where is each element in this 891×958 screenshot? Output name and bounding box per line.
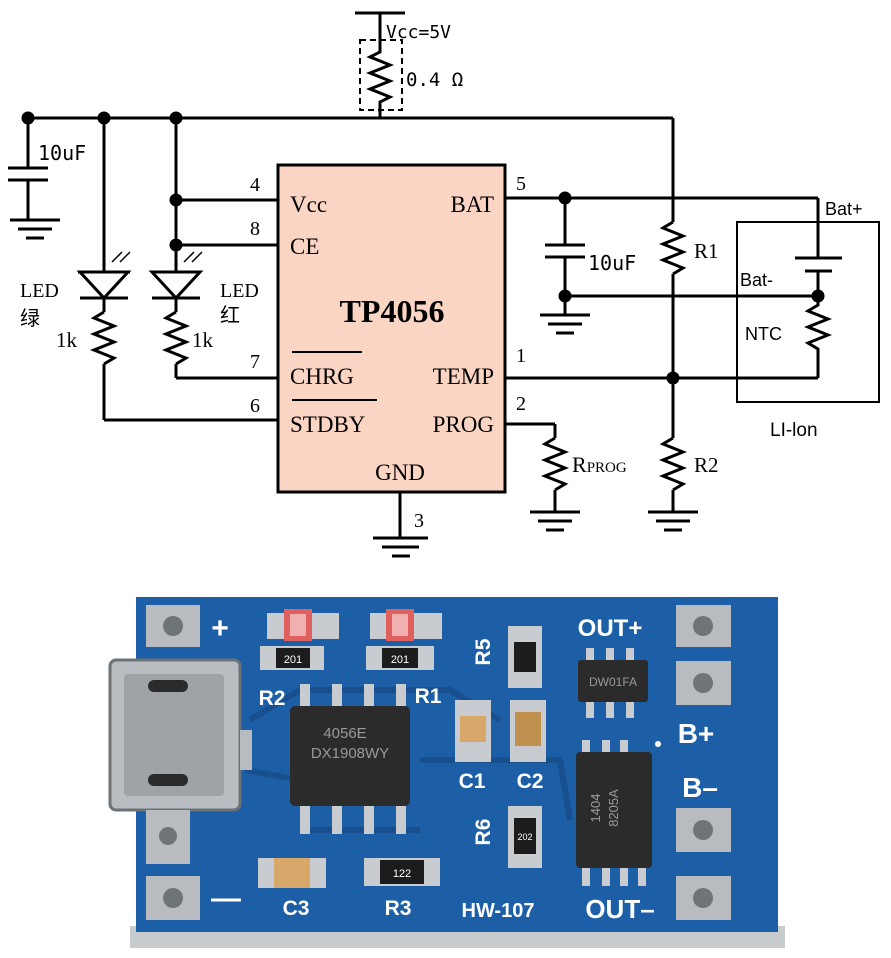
- pad-b-minus: [676, 808, 731, 852]
- led-green-label: LED: [20, 280, 59, 302]
- resistor-r6: 202: [508, 806, 542, 868]
- pin-gnd-name: GND: [375, 460, 425, 485]
- svg-text:202: 202: [517, 832, 532, 842]
- led-green-resistor: 1k: [56, 328, 78, 352]
- capacitor-c3: [258, 858, 326, 888]
- svg-text:DX1908WY: DX1908WY: [311, 745, 389, 762]
- silk-r2: R2: [259, 687, 286, 710]
- silk-r6: R6: [472, 819, 495, 846]
- ntc-thermistor: [803, 296, 833, 378]
- r2-label: R2: [694, 453, 719, 477]
- resistor-r3: 122: [364, 858, 440, 886]
- schematic: [8, 11, 880, 558]
- pin-chrg-num: 7: [250, 351, 260, 373]
- resistor-r5: [508, 626, 542, 688]
- output-cap-label: 10uF: [588, 251, 636, 275]
- pin-ce-num: 8: [250, 218, 260, 240]
- supply-label: Vcc=5V: [386, 22, 451, 43]
- silkscreen: + — OUT+ OUT– B+ B– HW-107 R2 R1 R5 R6 C…: [211, 612, 718, 924]
- pin-prog-name: PROG: [433, 412, 494, 437]
- pin-vcc-name: Vcc: [290, 192, 327, 217]
- silk-c1: C1: [459, 770, 486, 793]
- rprog-label: RPROG: [572, 452, 627, 477]
- supply-resistor-label: 0.4 Ω: [406, 69, 463, 91]
- pin-temp-name: TEMP: [433, 364, 494, 389]
- pin-ce-name: CE: [290, 234, 319, 259]
- b-minus-label: B–: [682, 772, 718, 803]
- svg-text:DW01FA: DW01FA: [589, 675, 637, 689]
- bat-minus-label: Bat-: [740, 270, 773, 290]
- out-minus-label: OUT–: [585, 894, 654, 924]
- capacitor-c1: [455, 700, 491, 762]
- svg-text:4056E: 4056E: [323, 725, 366, 742]
- r1-label: R1: [694, 239, 719, 263]
- chip-8205a: 8205A 1404: [576, 740, 652, 886]
- pin-gnd-num: 3: [414, 510, 424, 532]
- pin-prog-num: 2: [516, 393, 526, 415]
- silk-c3: C3: [283, 897, 310, 920]
- silk-r1: R1: [415, 685, 442, 708]
- resistor-r2: 201: [260, 646, 324, 670]
- led-red-label: LED: [220, 280, 259, 302]
- pad-in-plus: [146, 605, 200, 647]
- svg-text:122: 122: [393, 868, 411, 880]
- pin-bat-num: 5: [516, 173, 526, 195]
- svg-text:8205A: 8205A: [606, 789, 621, 827]
- svg-text:201: 201: [284, 654, 302, 666]
- pin-stdby-num: 6: [250, 395, 260, 417]
- pad-in-minus: [146, 876, 200, 920]
- led-right: [370, 609, 442, 641]
- svg-text:201: 201: [391, 654, 409, 666]
- ic-name: TP4056: [340, 293, 445, 329]
- led-red-symbol: [148, 270, 204, 301]
- led-red-resistor: 1k: [192, 328, 214, 352]
- led-green-symbol: [76, 270, 132, 301]
- bat-plus-label: Bat+: [825, 199, 863, 219]
- battery-type-label: LI-lon: [770, 420, 818, 441]
- pad-out-minus: [676, 876, 731, 920]
- silk-c2: C2: [517, 770, 544, 793]
- silk-r3: R3: [385, 897, 412, 920]
- chip-4056e: 4056E DX1908WY: [290, 684, 410, 834]
- led-green-color: 绿: [20, 307, 40, 330]
- in-minus-label: —: [211, 882, 241, 915]
- b-plus-label: B+: [678, 718, 715, 749]
- input-cap-label: 10uF: [38, 141, 86, 165]
- supply-resistor: [365, 45, 395, 118]
- tp4056-ic: [276, 163, 507, 494]
- pin-chrg-name: CHRG: [290, 364, 354, 389]
- pin-bat-name: BAT: [451, 192, 494, 217]
- schematic-labels: Vcc=5V 0.4 Ω 10uF LED 绿 1k LED 红 1k 4 8 …: [20, 22, 863, 532]
- led-left: [267, 609, 339, 641]
- chip-dw01fa: DW01FA: [578, 648, 648, 718]
- svg-text:1404: 1404: [588, 794, 603, 823]
- capacitor-c2: [510, 700, 546, 762]
- battery-box: [736, 221, 880, 403]
- led-red-color: 红: [220, 304, 240, 327]
- ntc-label: NTC: [745, 324, 782, 344]
- pad-b-plus: [676, 661, 731, 705]
- pad-out-plus: [676, 605, 731, 647]
- out-plus-label: OUT+: [578, 615, 643, 642]
- pin-stdby-name: STDBY: [290, 412, 366, 437]
- in-plus-label: +: [211, 612, 229, 645]
- micro-usb-connector: [108, 658, 252, 864]
- resistor-r1: 201: [366, 646, 434, 670]
- silk-r5: R5: [472, 638, 495, 665]
- pin-vcc-num: 4: [250, 174, 260, 196]
- pcb-board: 201 201 4056E DX1908WY: [108, 597, 785, 948]
- pin-temp-num: 1: [516, 345, 526, 367]
- board-model-label: HW-107: [462, 900, 535, 922]
